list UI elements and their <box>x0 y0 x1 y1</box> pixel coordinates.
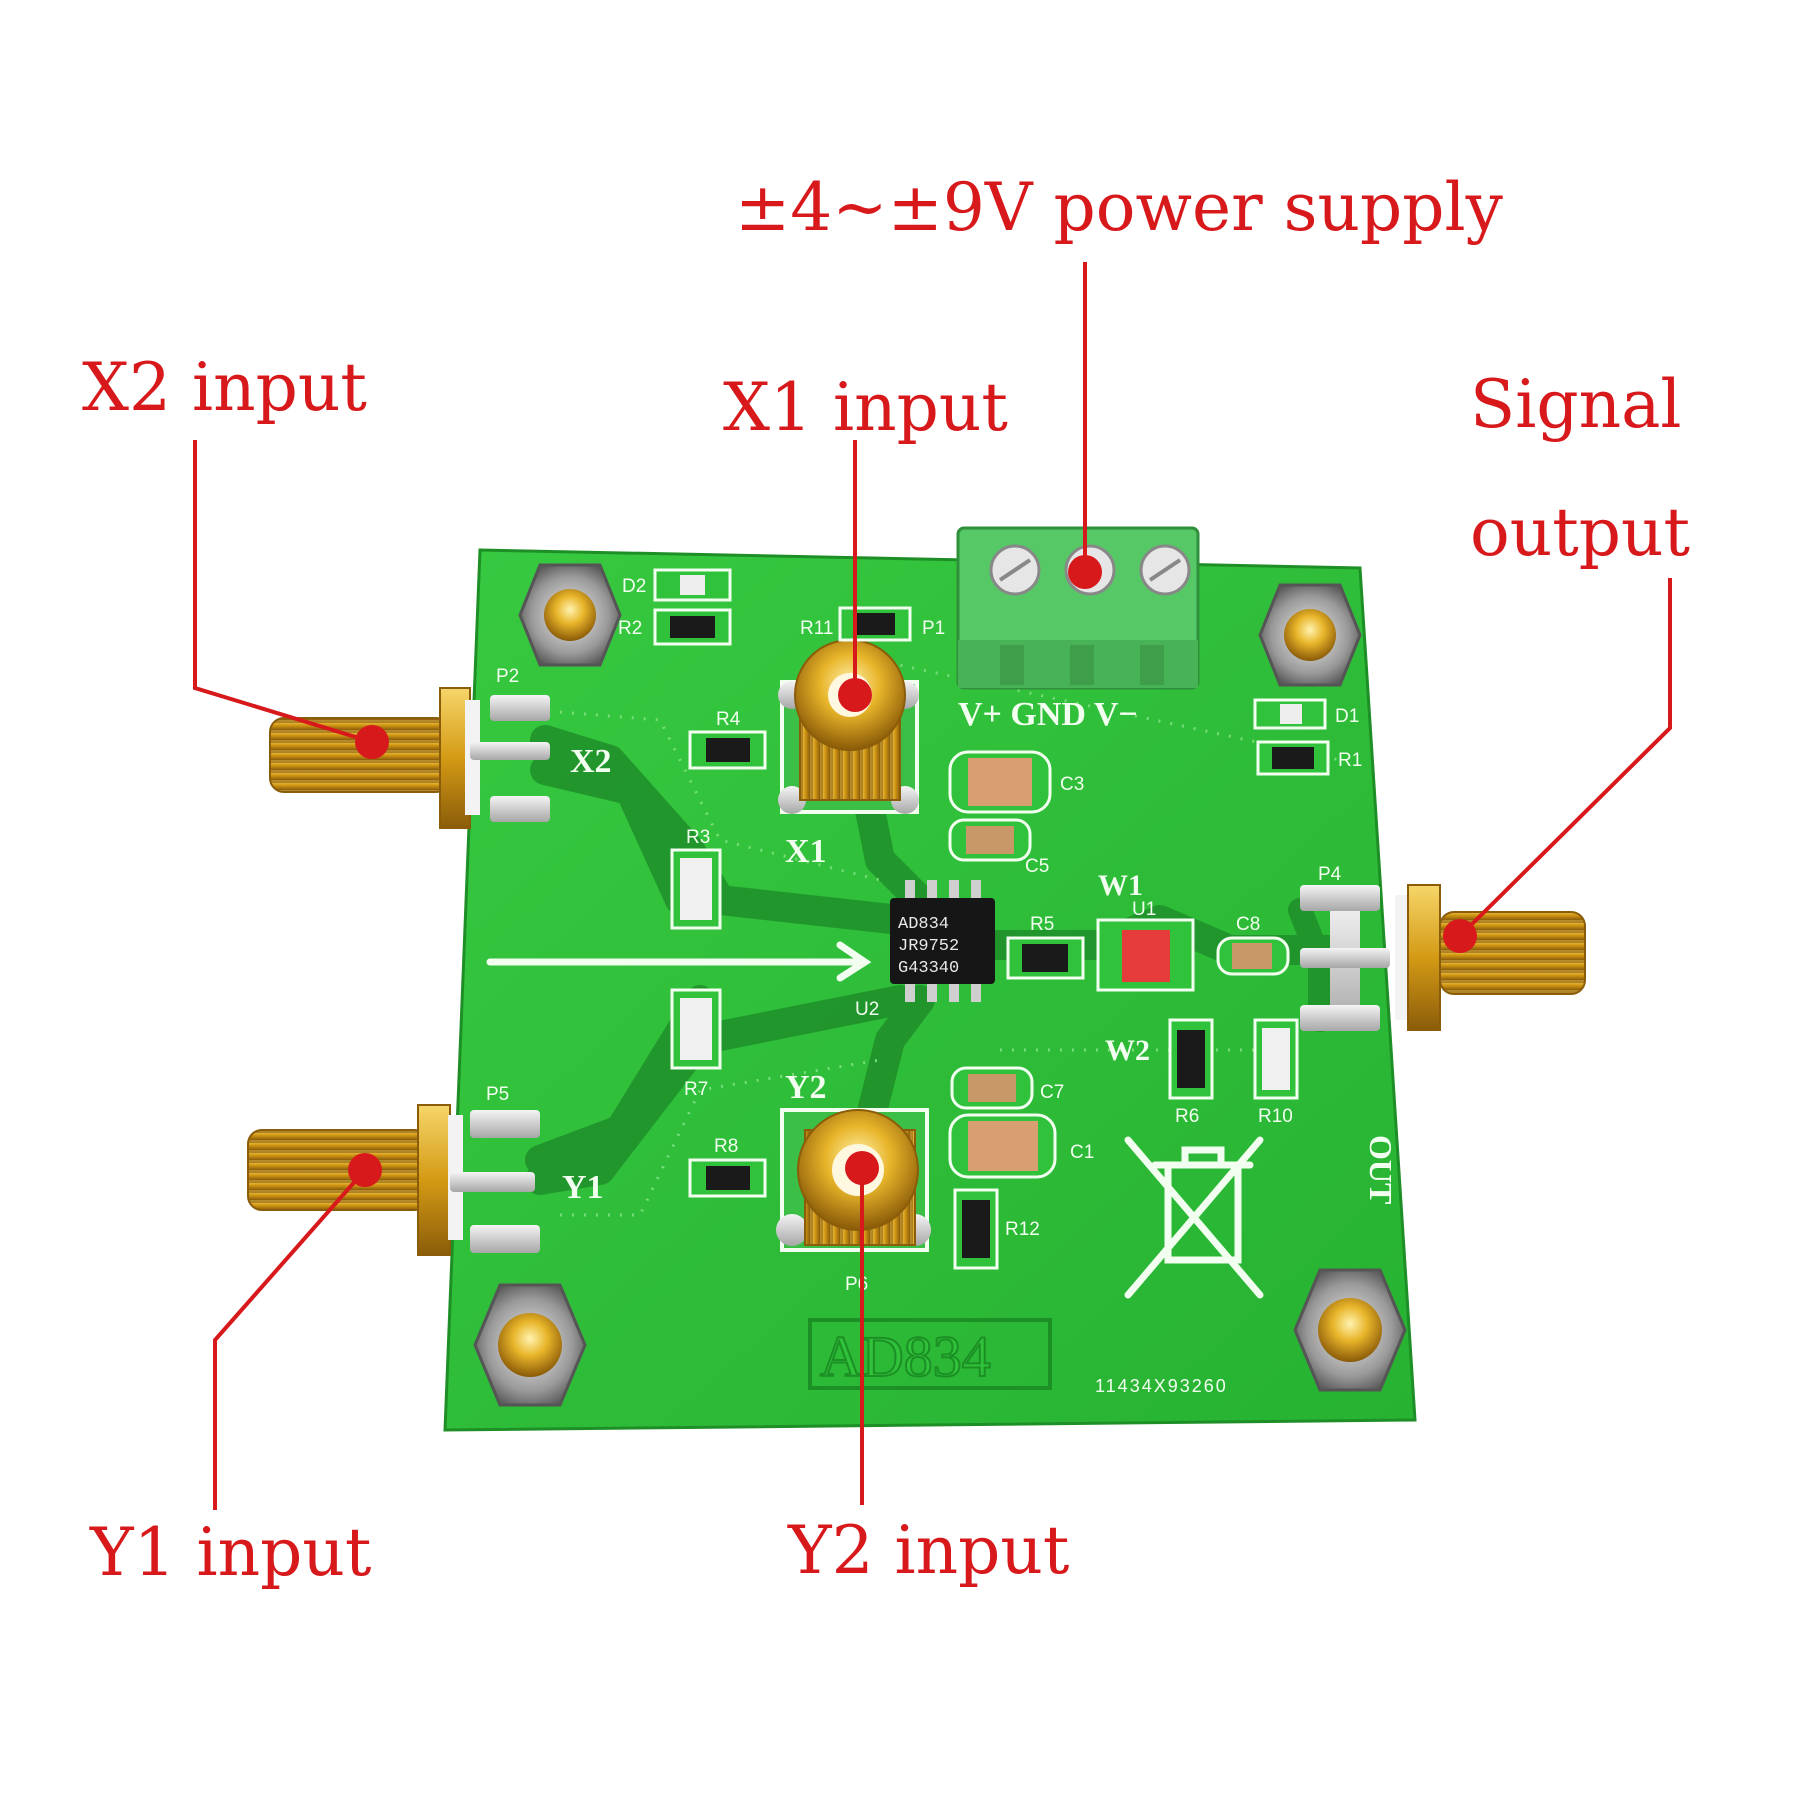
board-label-r4: R4 <box>716 709 741 730</box>
board-label-p6: P6 <box>845 1274 868 1295</box>
callout-y2-input: Y2 input <box>788 1512 1070 1589</box>
terminal-pin-labels: V+ GND V− <box>958 696 1138 733</box>
mounting-nut-top-left <box>518 563 622 667</box>
chip-marking-line2: JR9752 <box>898 937 959 956</box>
callout-x2-input: X2 input <box>82 349 367 426</box>
board-label-u2: U2 <box>855 999 879 1020</box>
board-label-u1: U1 <box>1132 899 1156 920</box>
title-silkscreen-box <box>808 1318 1052 1390</box>
board-label-out: OUT <box>1363 1135 1399 1204</box>
callout-signal-output-line1: Signal <box>1470 366 1682 443</box>
smd-components <box>653 568 1330 1270</box>
board-label-c5: C5 <box>1025 856 1049 877</box>
ad834-chip <box>890 880 995 1002</box>
sma-connector-y1 <box>247 1104 540 1256</box>
sma-connector-x2 <box>269 687 550 829</box>
callout-target-dots <box>348 555 1477 1187</box>
board-label-c1: C1 <box>1070 1142 1094 1163</box>
mounting-nut-top-right <box>1258 583 1362 687</box>
board-label-y1: Y1 <box>562 1169 604 1206</box>
board-label-w1: W1 <box>1098 869 1143 902</box>
callout-y1-input: Y1 input <box>90 1514 372 1591</box>
board-label-r1: R1 <box>1338 750 1362 771</box>
weee-bin-symbol <box>1124 1136 1264 1299</box>
board-label-r8: R8 <box>714 1136 738 1157</box>
board-label-r3: R3 <box>686 827 710 848</box>
board-label-c7: C7 <box>1040 1082 1064 1103</box>
silkscreen-arrow <box>486 941 872 982</box>
board-label-y2: Y2 <box>785 1069 827 1106</box>
chip-marking-line1: AD834 <box>898 915 949 934</box>
board-label-p1: P1 <box>922 618 945 639</box>
board-label-p2: P2 <box>496 666 519 687</box>
board-label-p5: P5 <box>486 1084 509 1105</box>
board-label-r11: R11 <box>800 618 833 639</box>
callout-power-supply: ±4~±9V power supply <box>735 169 1503 246</box>
board-label-r7: R7 <box>684 1079 708 1100</box>
board-label-r6: R6 <box>1175 1106 1199 1127</box>
power-terminal-block <box>956 526 1200 690</box>
board-label-r2: R2 <box>618 618 642 639</box>
board-label-d1: D1 <box>1335 706 1359 727</box>
via-dots <box>559 648 1341 1217</box>
board-label-p4: P4 <box>1318 864 1342 885</box>
board-serial-number: 11434X93260 <box>1095 1376 1228 1396</box>
callout-x1-input: X1 input <box>723 369 1008 446</box>
board-label-c8: C8 <box>1236 914 1260 935</box>
board-label-r10: R10 <box>1258 1106 1293 1127</box>
callout-leader-lines <box>193 262 1672 1510</box>
callout-signal-output-line2: output <box>1470 494 1691 571</box>
board-label-c3: C3 <box>1060 774 1084 795</box>
board-label-r5: R5 <box>1030 914 1054 935</box>
board-title-ad834: AD834 <box>820 1324 991 1389</box>
board-label-d2: D2 <box>622 576 646 597</box>
board-label-x1: X1 <box>785 833 827 870</box>
mounting-nut-bottom-right <box>1293 1268 1407 1392</box>
board-label-w2: W2 <box>1105 1034 1150 1067</box>
chip-marking-line3: G43340 <box>898 959 959 978</box>
sma-connector-output <box>1300 884 1586 1031</box>
mounting-nut-bottom-left <box>473 1283 587 1407</box>
board-label-r12: R12 <box>1005 1219 1040 1240</box>
board-label-x2: X2 <box>570 743 612 780</box>
